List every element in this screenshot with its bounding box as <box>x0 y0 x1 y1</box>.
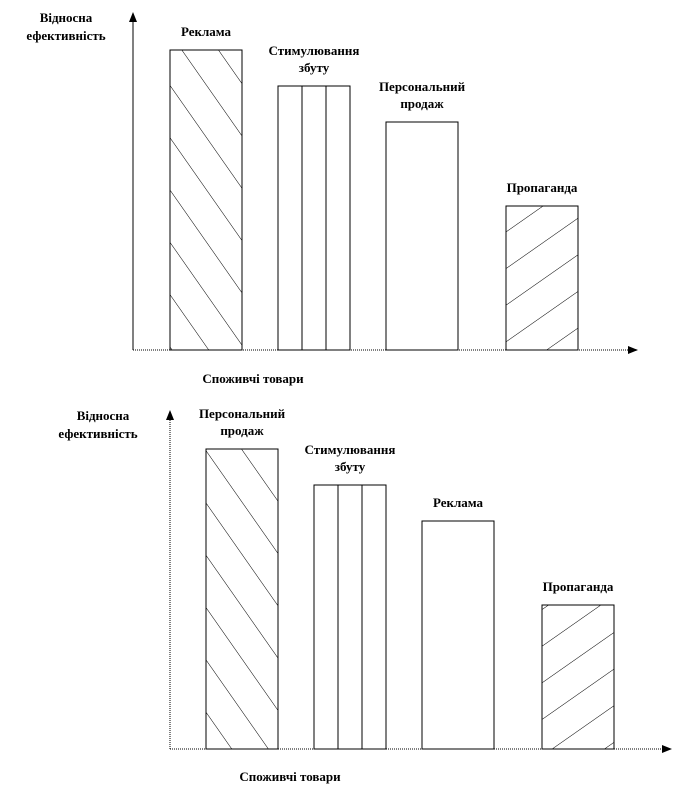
bar-3 <box>421 520 495 750</box>
chart-1-x-axis-arrow <box>628 346 638 354</box>
chart-1-bars <box>169 49 579 351</box>
bar-4 <box>541 604 615 750</box>
bar-label-4: Пропаганда <box>507 180 578 195</box>
bar-2 <box>313 484 387 750</box>
bar-2 <box>277 85 351 351</box>
chart-2-xlabel: Споживчі товари <box>239 769 341 784</box>
bar-3 <box>385 121 459 351</box>
chart-2-bars <box>205 448 615 750</box>
bar-1 <box>205 448 279 750</box>
chart-1: Відносна ефективність РекламаСтимулюванн… <box>26 10 638 386</box>
chart-1-ylabel-line2: ефективність <box>26 28 105 43</box>
bar-1 <box>169 49 243 351</box>
chart-1-y-axis-arrow <box>129 12 137 22</box>
chart-2-ylabel-line1: Відносна <box>77 408 130 423</box>
chart-1-ylabel-line1: Відносна <box>40 10 93 25</box>
chart-2-ylabel-line2: ефективність <box>58 426 137 441</box>
bar-label-1: Реклама <box>181 24 232 39</box>
chart-1-xlabel: Споживчі товари <box>202 371 304 386</box>
bar-label-4: Пропаганда <box>543 579 614 594</box>
bar-4 <box>505 205 579 351</box>
chart-2-y-axis-arrow <box>166 410 174 420</box>
chart-2-x-axis-arrow <box>662 745 672 753</box>
bar-label-3: Реклама <box>433 495 484 510</box>
